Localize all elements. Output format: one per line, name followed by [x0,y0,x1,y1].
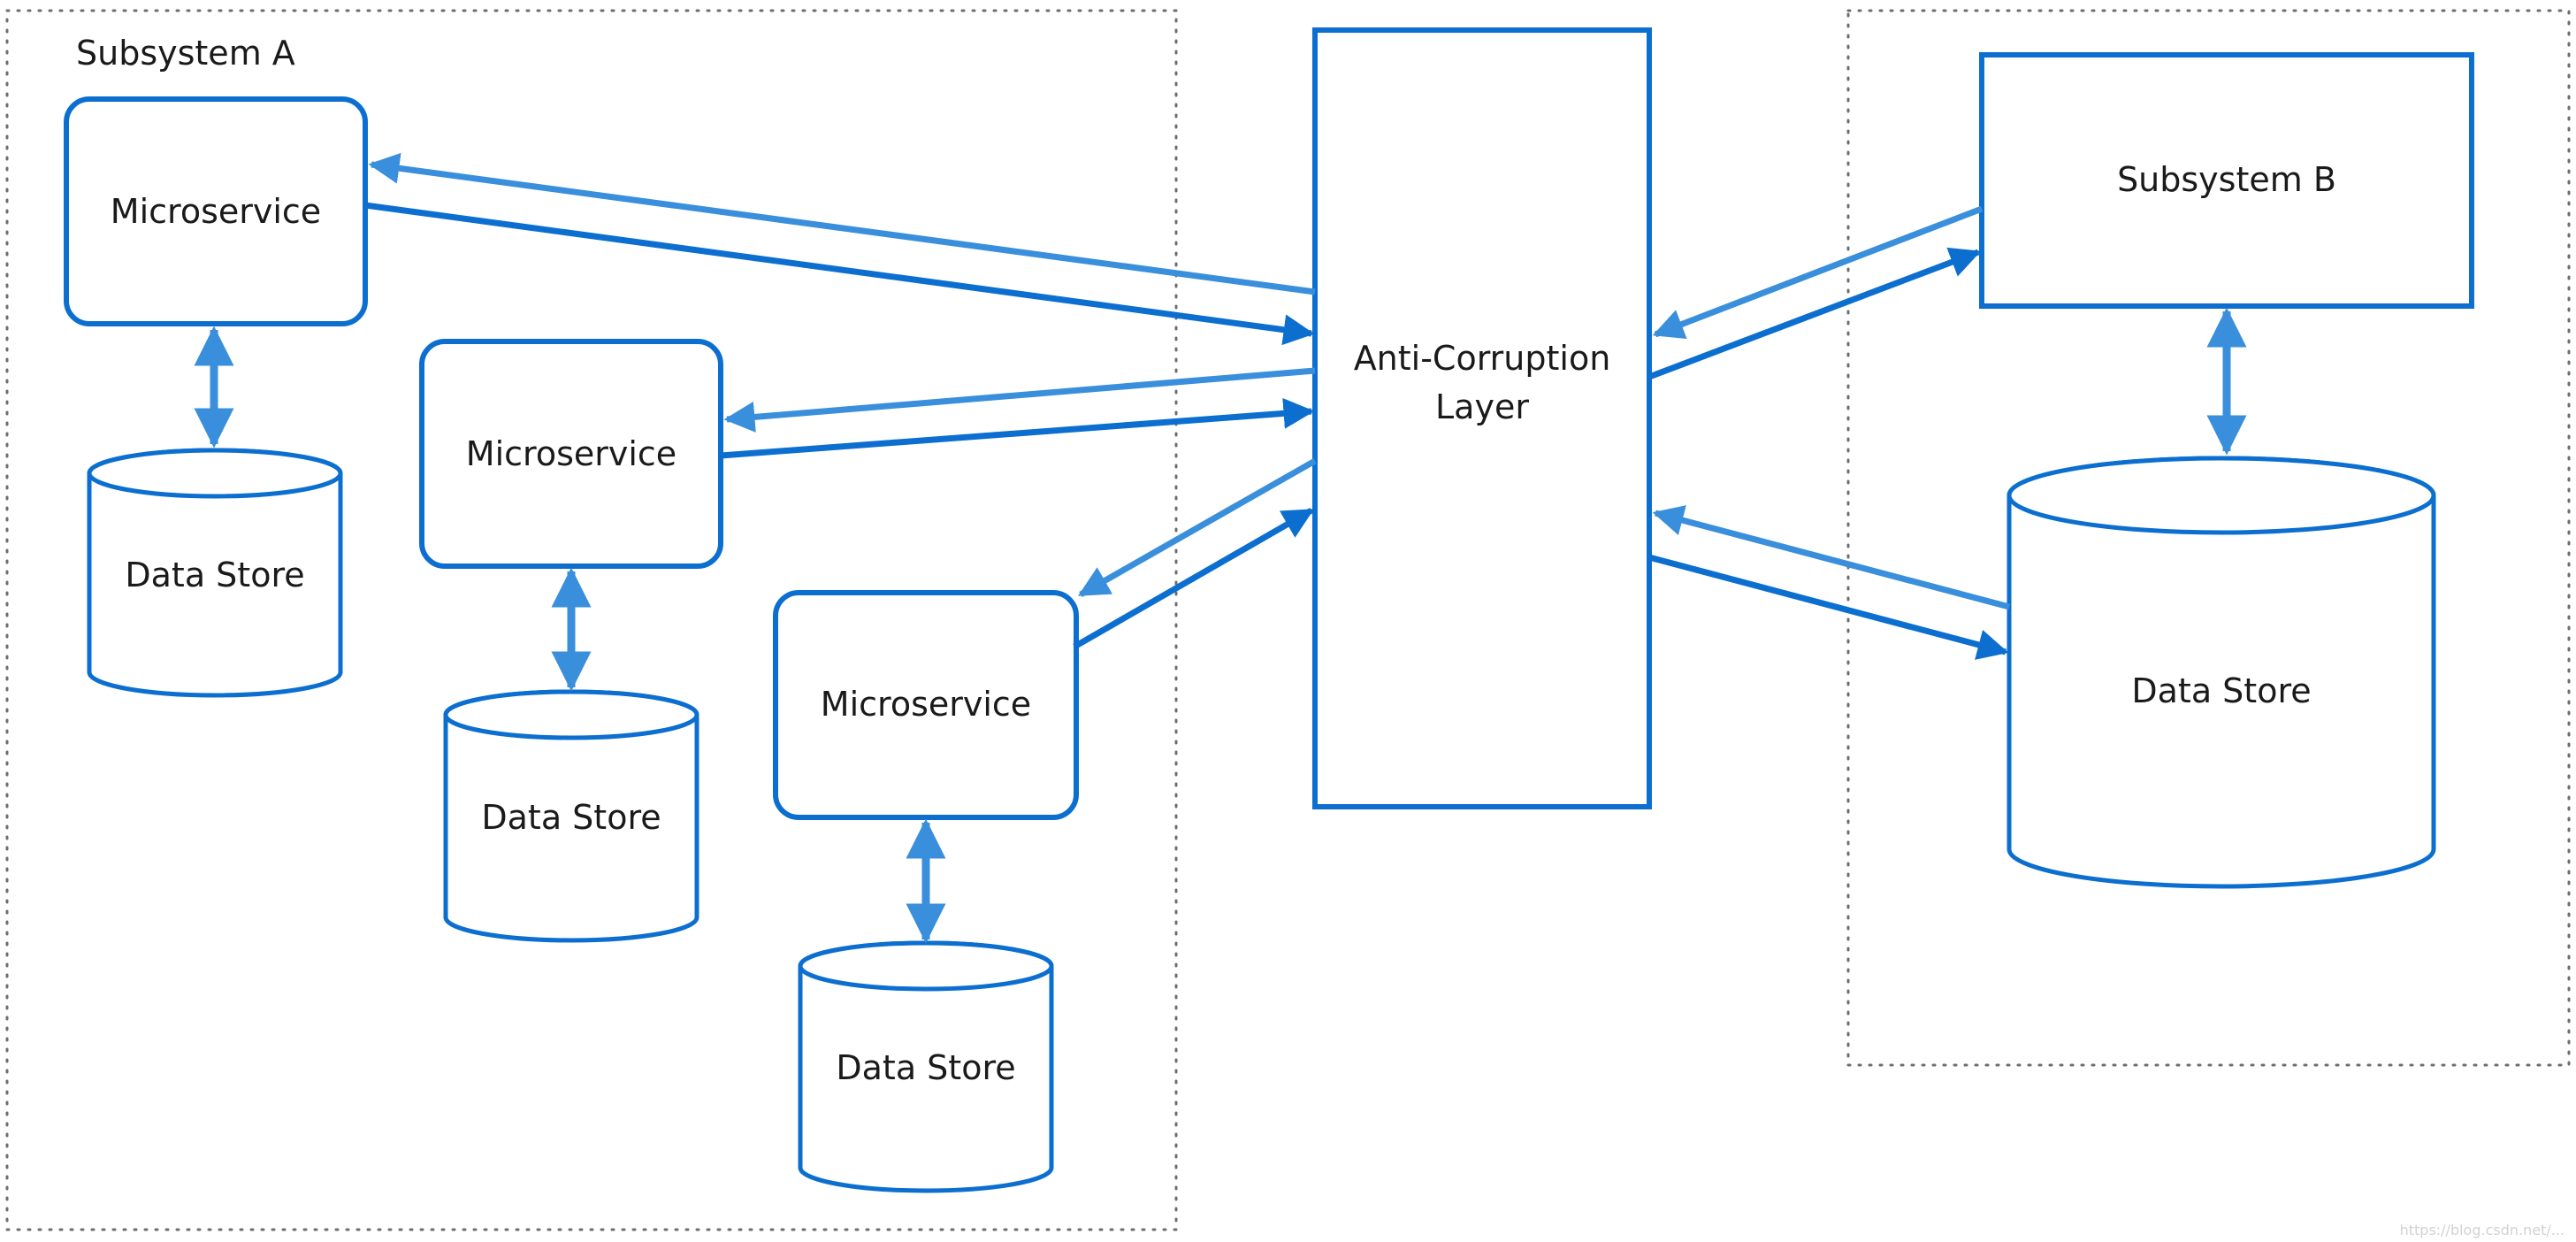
arrow-acl-to-ms1 [368,152,1316,295]
subsystem-b-label: Subsystem B [2117,160,2336,199]
subsystem-a-boundary [5,9,1178,1231]
data-store-b: Data Store [2007,456,2436,889]
microservice-2: Microservice [419,339,723,569]
microservice-1-label: Microservice [111,192,321,231]
arrow-ds-b-to-acl [1652,505,2010,610]
arrow-acl-to-ms2 [723,367,1316,433]
arrow-ms3-to-acl [1073,507,1315,650]
subsystem-b-boundary [1846,9,2571,1067]
data-store-3: Data Store [798,940,1054,1193]
microservice-3-label: Microservice [821,685,1031,724]
data-store-1: Data Store [87,448,343,698]
watermark-text: https://blog.csdn.net/... [2400,1222,2565,1238]
arrow-ms2-to-acl [720,397,1315,459]
arrow-acl-to-ds-b [1648,554,2009,660]
microservice-1: Microservice [64,96,368,326]
arrow-subsystem-b-to-acl [1652,205,1984,340]
microservice-2-label: Microservice [466,434,676,473]
data-store-1-label: Data Store [125,556,304,594]
data-store-3-label: Data Store [836,1048,1015,1087]
data-store-2: Data Store [443,689,699,943]
arrow-ms1-to-acl [364,202,1315,346]
subsystem-b-box: Subsystem B [1979,52,2474,309]
arrow-acl-to-ms3 [1077,457,1317,598]
subsystem-a-label: Subsystem A [76,34,295,73]
microservice-3: Microservice [773,590,1079,820]
anti-corruption-layer: Anti-Corruption Layer [1312,27,1652,809]
acl-label-line2: Layer [1435,387,1529,426]
data-store-b-label: Data Store [2131,671,2311,710]
acl-label-line1: Anti-Corruption [1354,339,1611,378]
data-store-2-label: Data Store [481,798,661,837]
arrow-acl-to-subsystem-b [1647,247,1982,380]
